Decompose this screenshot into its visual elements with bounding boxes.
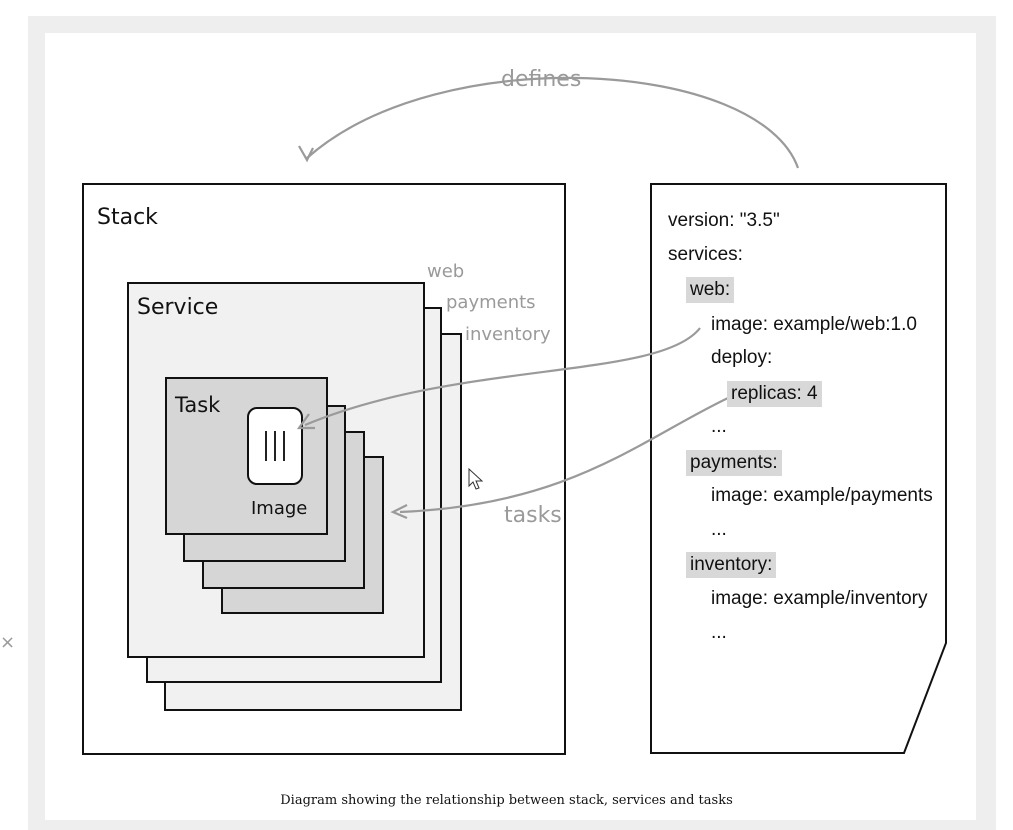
task-title: Task [175, 393, 221, 417]
compose-line-web: web: [686, 277, 735, 303]
compose-line: ... [711, 519, 727, 540]
compose-line-payments: payments: [686, 450, 782, 476]
compose-file-shape [650, 183, 947, 754]
tasks-arrowhead [390, 504, 408, 520]
container-image-icon [247, 407, 303, 485]
compose-line: image: example/inventory [711, 588, 928, 609]
compose-line: version: "3.5" [668, 210, 780, 231]
compose-line: deploy: [711, 347, 773, 368]
compose-line-inventory: inventory: [686, 552, 777, 578]
compose-line: image: example/payments [711, 485, 933, 506]
compose-line-replicas: replicas: 4 [727, 381, 822, 407]
figure-caption: Diagram showing the relationship between… [280, 793, 733, 808]
defines-arrow [306, 76, 800, 169]
close-icon[interactable]: × [0, 632, 16, 653]
tasks-label: tasks [504, 503, 562, 528]
compose-line: image: example/web:1.0 [711, 314, 917, 335]
compose-line: ... [711, 622, 727, 643]
service-label-payments: payments [446, 292, 536, 313]
defines-label: defines [501, 67, 582, 92]
cursor-icon [468, 467, 484, 490]
service-label-inventory: inventory [465, 324, 551, 345]
image-label: Image [251, 498, 308, 519]
service-title: Service [137, 295, 219, 320]
tasks-arrow [399, 397, 729, 514]
compose-line: ... [711, 416, 727, 437]
stack-title: Stack [97, 205, 158, 230]
compose-line: services: [668, 244, 743, 265]
image-arrow [304, 327, 701, 427]
image-arrowhead [296, 413, 315, 430]
defines-arrowhead [298, 145, 314, 163]
service-label-web: web [427, 261, 465, 282]
